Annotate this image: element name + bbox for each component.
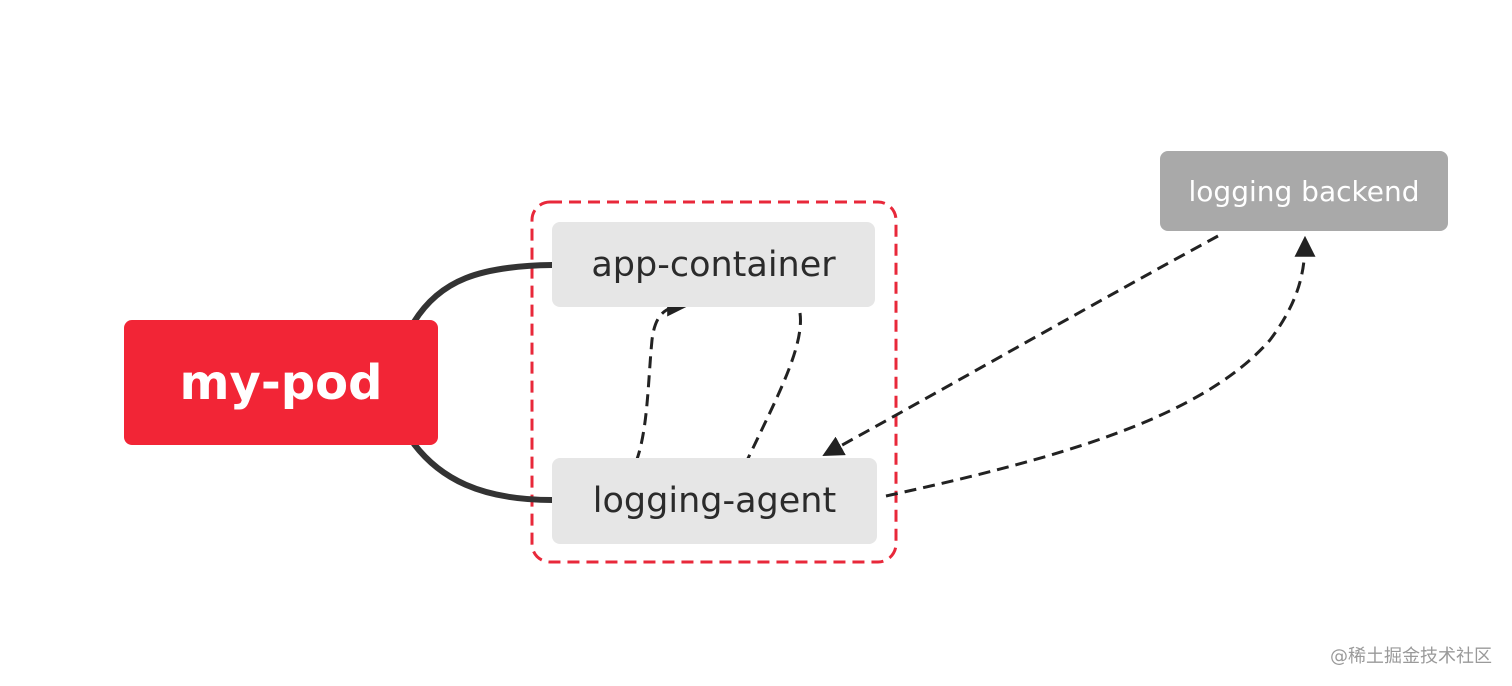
- my-pod-node: my-pod: [124, 320, 438, 445]
- logging-agent-to-app-container-arrow: [634, 295, 689, 463]
- pod-to-logging-agent-connector: [411, 441, 555, 503]
- pod-group-boundary: [530, 200, 898, 564]
- app-container-node: app-container: [552, 222, 875, 307]
- logging-agent-node: logging-agent: [552, 458, 877, 544]
- logging-backend-node: logging backend: [1160, 151, 1448, 231]
- pod-to-app-container-connector: [411, 262, 555, 325]
- logging-agent-to-backend-arrow: [885, 235, 1316, 498]
- backend-to-logging-agent-arrow: [822, 234, 1219, 457]
- watermark: @稀土掘金技术社区: [1330, 646, 1492, 667]
